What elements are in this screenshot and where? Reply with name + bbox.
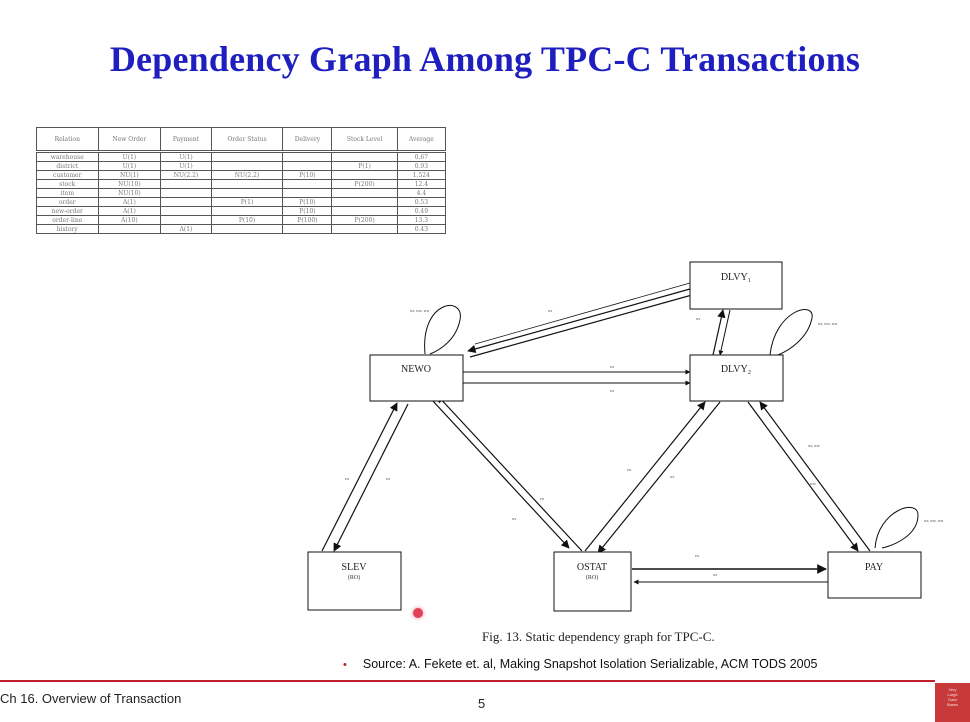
edge-label: wr (670, 474, 675, 479)
node-ostat: OSTAT (RO) (553, 551, 632, 612)
edge-dlvy1-dlvy2 (718, 309, 731, 356)
node-newo: NEWO (369, 354, 464, 402)
svg-text:(RO): (RO) (586, 574, 598, 581)
node-pay: PAY (827, 551, 922, 599)
edge-dlvy2-ostat (597, 401, 721, 554)
edge-label: wr (386, 476, 391, 481)
edge-ostat-newo (436, 394, 583, 552)
svg-text:OSTAT: OSTAT (577, 562, 607, 573)
edge-pay-dlvy2 (759, 401, 871, 552)
table-header-cell: Payment (160, 127, 212, 152)
edge-newo-ostat (431, 399, 570, 549)
logo-text: Very (948, 687, 957, 692)
svg-text:(RO): (RO) (348, 574, 360, 581)
edge-label: wr, ww, ww (410, 308, 429, 314)
bullet-icon: • (343, 659, 347, 671)
logo-text: Bases (946, 702, 959, 707)
table-header-cell: Average (396, 127, 447, 152)
edge-ostat-dlvy2 (584, 401, 706, 552)
edge-label: rw (627, 467, 631, 472)
self-loop-newo (424, 305, 461, 355)
pointer-dot (413, 608, 423, 618)
edge-slev-newo (321, 402, 398, 552)
node-dlvy1: DLVY₁ (689, 261, 783, 310)
edge-label: rw (695, 553, 699, 558)
edge-dlvy2-pay (747, 401, 859, 552)
edge-dlvy1-newo-parallel (474, 282, 691, 345)
table-cell: A(1) (160, 224, 212, 234)
svg-text:SLEV: SLEV (342, 562, 368, 573)
svg-text:DLVY₁: DLVY₁ (721, 272, 751, 283)
slide-title: Dependency Graph Among TPC-C Transaction… (109, 39, 861, 79)
node-slev: SLEV (RO) (307, 551, 402, 611)
figure-caption: Fig. 13. Static dependency graph for TPC… (482, 629, 715, 644)
vldb-logo: Very Large Data Bases (935, 683, 970, 722)
edge-dlvy1-newo-parallel (469, 294, 693, 358)
edge-label: ww (810, 481, 816, 486)
logo-text: Data (948, 697, 957, 702)
edge-label: rw (540, 496, 544, 501)
access-table: Relation New Order Payment Order Status … (36, 127, 447, 234)
edge-label: wr (610, 364, 615, 369)
logo-text: Large (947, 692, 958, 697)
source-citation: • Source: A. Fekete et. al, Making Snapsh… (343, 657, 818, 671)
edge-label: wr (548, 308, 553, 313)
source-text: Source: A. Fekete et. al, Making Snapsho… (362, 657, 818, 671)
node-dlvy2: DLVY₂ (689, 354, 784, 402)
edge-label: wr (696, 316, 701, 321)
edge-label: wr, ww (808, 443, 820, 449)
self-loop-pay (874, 506, 919, 549)
svg-text:NEWO: NEWO (401, 364, 431, 375)
edge-label: wr (610, 388, 615, 393)
page-number: 5 (478, 696, 486, 711)
edge-label: wr (512, 516, 517, 521)
edge-dlvy2-dlvy1 (712, 309, 726, 356)
table-header-cell: Relation (36, 127, 99, 152)
edge-label: wr (713, 572, 718, 577)
edge-newo-slev (333, 403, 409, 552)
footer-divider (0, 680, 935, 682)
edge-label: wr, ww, ww (924, 518, 943, 524)
svg-text:PAY: PAY (865, 562, 883, 573)
self-loop-dlvy2 (769, 309, 813, 356)
table-cell: 0.43 (396, 224, 447, 234)
table-header-cell: Stock Level (331, 127, 398, 152)
svg-text:DLVY₂: DLVY₂ (721, 364, 751, 375)
edge-label: wr, ww, ww (818, 321, 837, 327)
footer-course-title: Ch 16. Overview of Transaction (0, 691, 182, 706)
edge-dlvy1-newo (467, 288, 691, 354)
table-header-cell: Delivery (282, 127, 333, 152)
edge-label: rw (345, 476, 349, 481)
table-header-row: Relation New Order Payment Order Status … (36, 127, 447, 152)
